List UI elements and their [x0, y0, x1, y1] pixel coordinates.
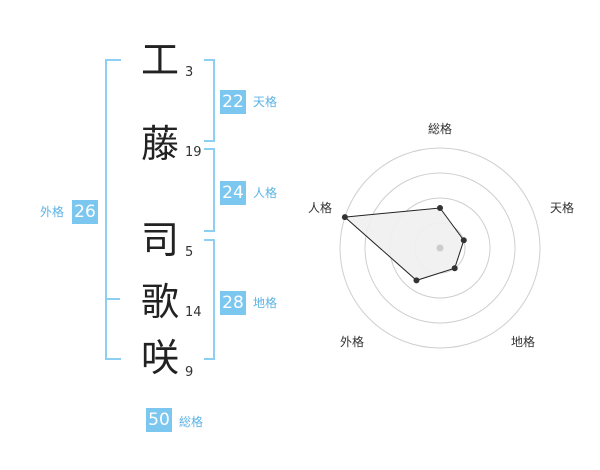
name-char-1: 工: [140, 38, 179, 82]
name-char-5: 咲: [140, 336, 179, 380]
soukaku-label: 総格: [179, 415, 204, 429]
radar-point: [413, 277, 420, 284]
radar-point: [437, 205, 443, 211]
stroke-count-4: 14: [185, 305, 202, 320]
stroke-count-1: 3: [185, 65, 194, 80]
tenkaku-label: 天格: [253, 95, 278, 109]
jinkaku-badge: 24: [220, 181, 246, 205]
radar-ring: [339, 147, 541, 349]
axis-label-gaikaku: 外格: [340, 334, 364, 349]
gaikaku-bracket-mid: [107, 298, 120, 300]
radar-ring: [364, 172, 516, 324]
axis-label-chikaku: 地格: [511, 334, 535, 349]
name-char-2: 藤: [140, 122, 179, 166]
radar-point: [341, 214, 348, 221]
axis-label-tenkaku: 天格: [550, 200, 574, 215]
tenkaku-badge: 22: [220, 90, 246, 114]
name-char-3: 司: [140, 218, 179, 262]
gaikaku-badge: 26: [72, 200, 98, 224]
name-char-4: 歌: [140, 280, 179, 324]
gaikaku-bracket: [105, 59, 121, 360]
axis-label-soukaku: 総格: [428, 121, 452, 136]
gaikaku-label: 外格: [40, 205, 65, 219]
stroke-count-3: 5: [185, 245, 194, 260]
axis-label-jinkaku: 人格: [308, 200, 332, 215]
tenkaku-bracket: [204, 59, 215, 142]
chikaku-bracket: [204, 239, 215, 360]
chikaku-badge: 28: [220, 291, 246, 315]
radar-point: [451, 265, 458, 272]
radar-center-dot: [436, 244, 444, 252]
soukaku-badge: 50: [146, 408, 172, 432]
jinkaku-bracket: [204, 148, 215, 232]
jinkaku-label: 人格: [253, 186, 278, 200]
stroke-count-5: 9: [185, 365, 194, 380]
radar-points: [341, 205, 467, 284]
stroke-count-2: 19: [185, 145, 202, 160]
radar-point: [460, 237, 467, 244]
chikaku-label: 地格: [253, 296, 278, 310]
radar-area: [343, 207, 465, 281]
